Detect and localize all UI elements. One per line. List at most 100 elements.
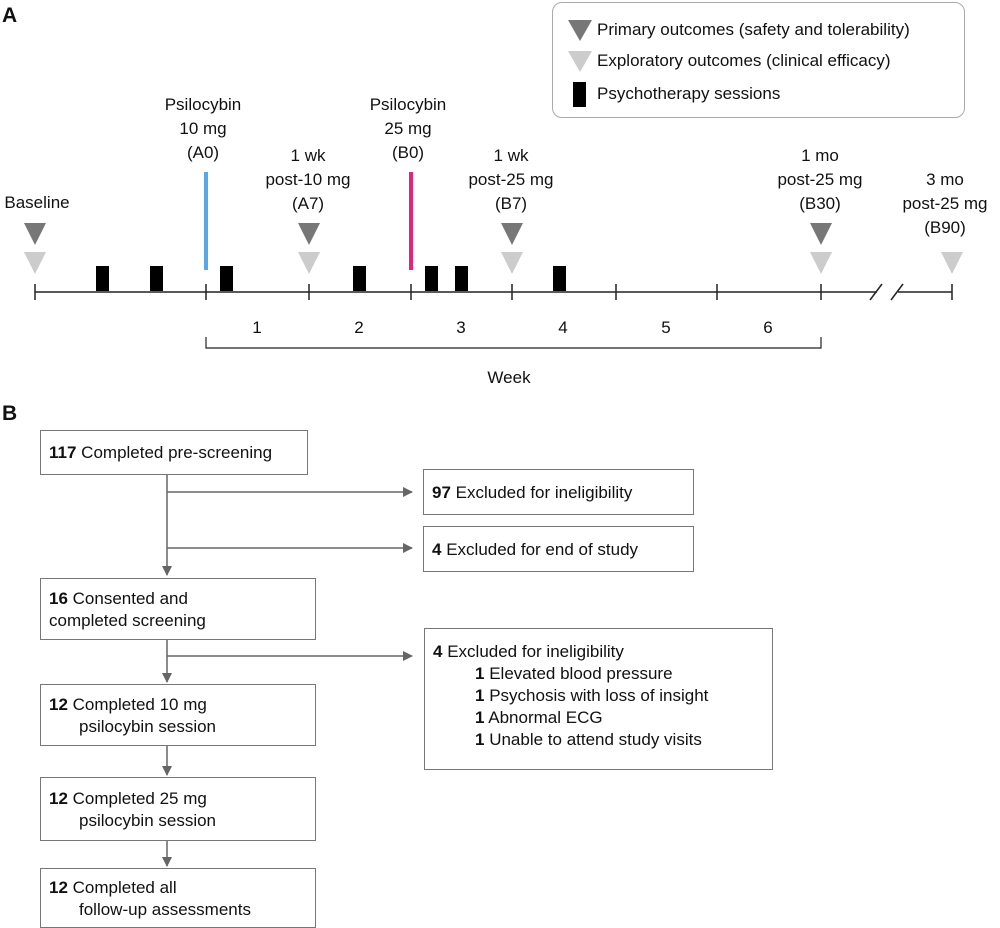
svg-text:(B30): (B30) <box>799 194 841 213</box>
excluded-ineligibility-count: 97 <box>432 483 451 502</box>
exploratory-outcome-markers <box>24 252 963 274</box>
legend-exploratory-label: Exploratory outcomes (clinical efficacy) <box>597 51 891 70</box>
b90-label: 3 mo post-25 mg (B90) <box>902 170 987 237</box>
svg-text:(A7): (A7) <box>292 194 324 213</box>
exploratory-outcome-triangle-b7 <box>501 252 523 274</box>
psychotherapy-session-marker <box>455 266 468 291</box>
b7-label: 1 wk post-25 mg (B7) <box>468 146 553 213</box>
legend-item-exploratory: Exploratory outcomes (clinical efficacy) <box>553 48 963 74</box>
psychotherapy-session-marker <box>96 266 109 291</box>
primary-outcome-triangle-a7 <box>298 223 320 245</box>
panel-b-label: B <box>2 402 17 425</box>
psychotherapy-sessions <box>96 266 566 291</box>
psychotherapy-session-marker <box>150 266 163 291</box>
prescreen-text: Completed pre-screening <box>81 443 273 462</box>
session-10mg-text-line1: Completed 10 mg <box>72 695 207 714</box>
exploratory-outcome-triangle-b90 <box>941 252 963 274</box>
legend: Primary outcomes (safety and tolerabilit… <box>552 2 965 118</box>
psychotherapy-session-marker <box>220 266 233 291</box>
excluded-end-of-study-count: 4 <box>432 540 442 559</box>
dose-25mg-label: Psilocybin 25 mg (B0) <box>370 95 447 162</box>
week-number: 3 <box>456 318 465 337</box>
svg-text:1 wk: 1 wk <box>291 146 326 165</box>
flow-connectors <box>162 475 413 867</box>
consented-text-line2: completed screening <box>49 611 206 630</box>
exploratory-outcome-triangle-b30 <box>810 252 832 274</box>
baseline-label: Baseline <box>4 193 69 212</box>
prescreen-count: 117 <box>49 443 77 462</box>
psychotherapy-session-marker <box>353 266 366 291</box>
exclusion-reason: 1 Abnormal ECG <box>475 708 603 727</box>
primary-outcome-triangle-baseline <box>24 223 46 245</box>
psychotherapy-session-marker <box>553 266 566 291</box>
svg-text:(B90): (B90) <box>924 218 966 237</box>
week-number: 2 <box>354 318 363 337</box>
axis-break-mark <box>890 283 904 301</box>
excluded-ineligibility-text: Excluded for ineligibility <box>455 483 633 502</box>
exclusion-reason: 1 Elevated blood pressure <box>475 664 673 683</box>
a7-label: 1 wk post-10 mg (A7) <box>265 146 350 213</box>
followup-text-line2: follow-up assessments <box>79 900 251 919</box>
svg-text:(A0): (A0) <box>187 143 219 162</box>
consented-text-line1: Consented and <box>72 589 188 608</box>
week-number: 6 <box>763 318 772 337</box>
psychotherapy-session-marker <box>425 266 438 291</box>
primary-outcome-icon <box>568 20 592 41</box>
session-10mg-text-line2: psilocybin session <box>79 717 217 736</box>
excluded-ineligibility-box: 97 Excluded for ineligibility <box>423 469 694 515</box>
exclusion-reason: 1 Unable to attend study visits <box>475 730 702 749</box>
exploratory-outcome-icon <box>568 51 592 72</box>
primary-outcome-markers <box>24 223 832 245</box>
axis-break-mark <box>869 283 883 301</box>
primary-outcome-triangle-b7 <box>501 223 523 245</box>
session-10mg-box: 12 Completed 10 mg psilocybin session <box>40 684 316 746</box>
excluded-end-of-study-text: Excluded for end of study <box>446 540 639 559</box>
consented-box: 16 Consented and completed screening <box>40 578 316 640</box>
svg-text:(B0): (B0) <box>392 143 424 162</box>
session-25mg-text-line2: psilocybin session <box>79 811 217 830</box>
session-25mg-text-line1: Completed 25 mg <box>72 789 207 808</box>
svg-text:Psilocybin: Psilocybin <box>370 95 447 114</box>
session-25mg-count: 12 <box>49 789 68 808</box>
svg-text:10 mg: 10 mg <box>179 119 226 138</box>
week-number: 5 <box>661 318 670 337</box>
excluded-screening-box: 4 Excluded for ineligibility 1 Elevated … <box>424 628 773 770</box>
psychotherapy-session-icon <box>573 82 586 107</box>
prescreen-box: 117 Completed pre-screening <box>40 430 308 475</box>
svg-text:1 wk: 1 wk <box>494 146 529 165</box>
legend-psychotherapy-label: Psychotherapy sessions <box>597 84 781 103</box>
svg-text:Psilocybin: Psilocybin <box>165 95 242 114</box>
week-number: 4 <box>558 318 567 337</box>
followup-text-line1: Completed all <box>72 878 177 897</box>
svg-text:3 mo: 3 mo <box>926 170 964 189</box>
legend-item-primary: Primary outcomes (safety and tolerabilit… <box>553 17 963 43</box>
excluded-screening-text: Excluded for ineligibility <box>447 642 624 661</box>
exploratory-outcome-triangle-a7 <box>298 252 320 274</box>
week-bracket <box>205 337 822 349</box>
svg-text:post-10 mg: post-10 mg <box>265 170 350 189</box>
followup-box: 12 Completed all follow-up assessments <box>40 868 316 928</box>
primary-outcome-triangle-b30 <box>810 223 832 245</box>
axis-ticks <box>34 284 953 300</box>
dose-10mg-label: Psilocybin 10 mg (A0) <box>165 95 242 162</box>
exploratory-outcome-triangle-baseline <box>24 252 46 274</box>
svg-text:(B7): (B7) <box>495 194 527 213</box>
exclusion-reason: 1 Psychosis with loss of insight <box>475 686 709 705</box>
svg-text:post-25 mg: post-25 mg <box>902 194 987 213</box>
week-number: 1 <box>252 318 261 337</box>
b30-label: 1 mo post-25 mg (B30) <box>777 146 862 213</box>
svg-text:post-25 mg: post-25 mg <box>468 170 553 189</box>
svg-text:post-25 mg: post-25 mg <box>777 170 862 189</box>
followup-count: 12 <box>49 878 68 897</box>
legend-item-psychotherapy: Psychotherapy sessions <box>553 81 963 107</box>
excluded-end-of-study-box: 4 Excluded for end of study <box>423 526 694 572</box>
session-25mg-box: 12 Completed 25 mg psilocybin session <box>40 777 316 841</box>
legend-primary-label: Primary outcomes (safety and tolerabilit… <box>597 20 910 39</box>
session-10mg-count: 12 <box>49 695 68 714</box>
consented-count: 16 <box>49 589 68 608</box>
excluded-screening-count: 4 <box>433 642 443 661</box>
panel-a-label: A <box>2 4 17 27</box>
svg-text:25 mg: 25 mg <box>384 119 431 138</box>
svg-text:1 mo: 1 mo <box>801 146 839 165</box>
